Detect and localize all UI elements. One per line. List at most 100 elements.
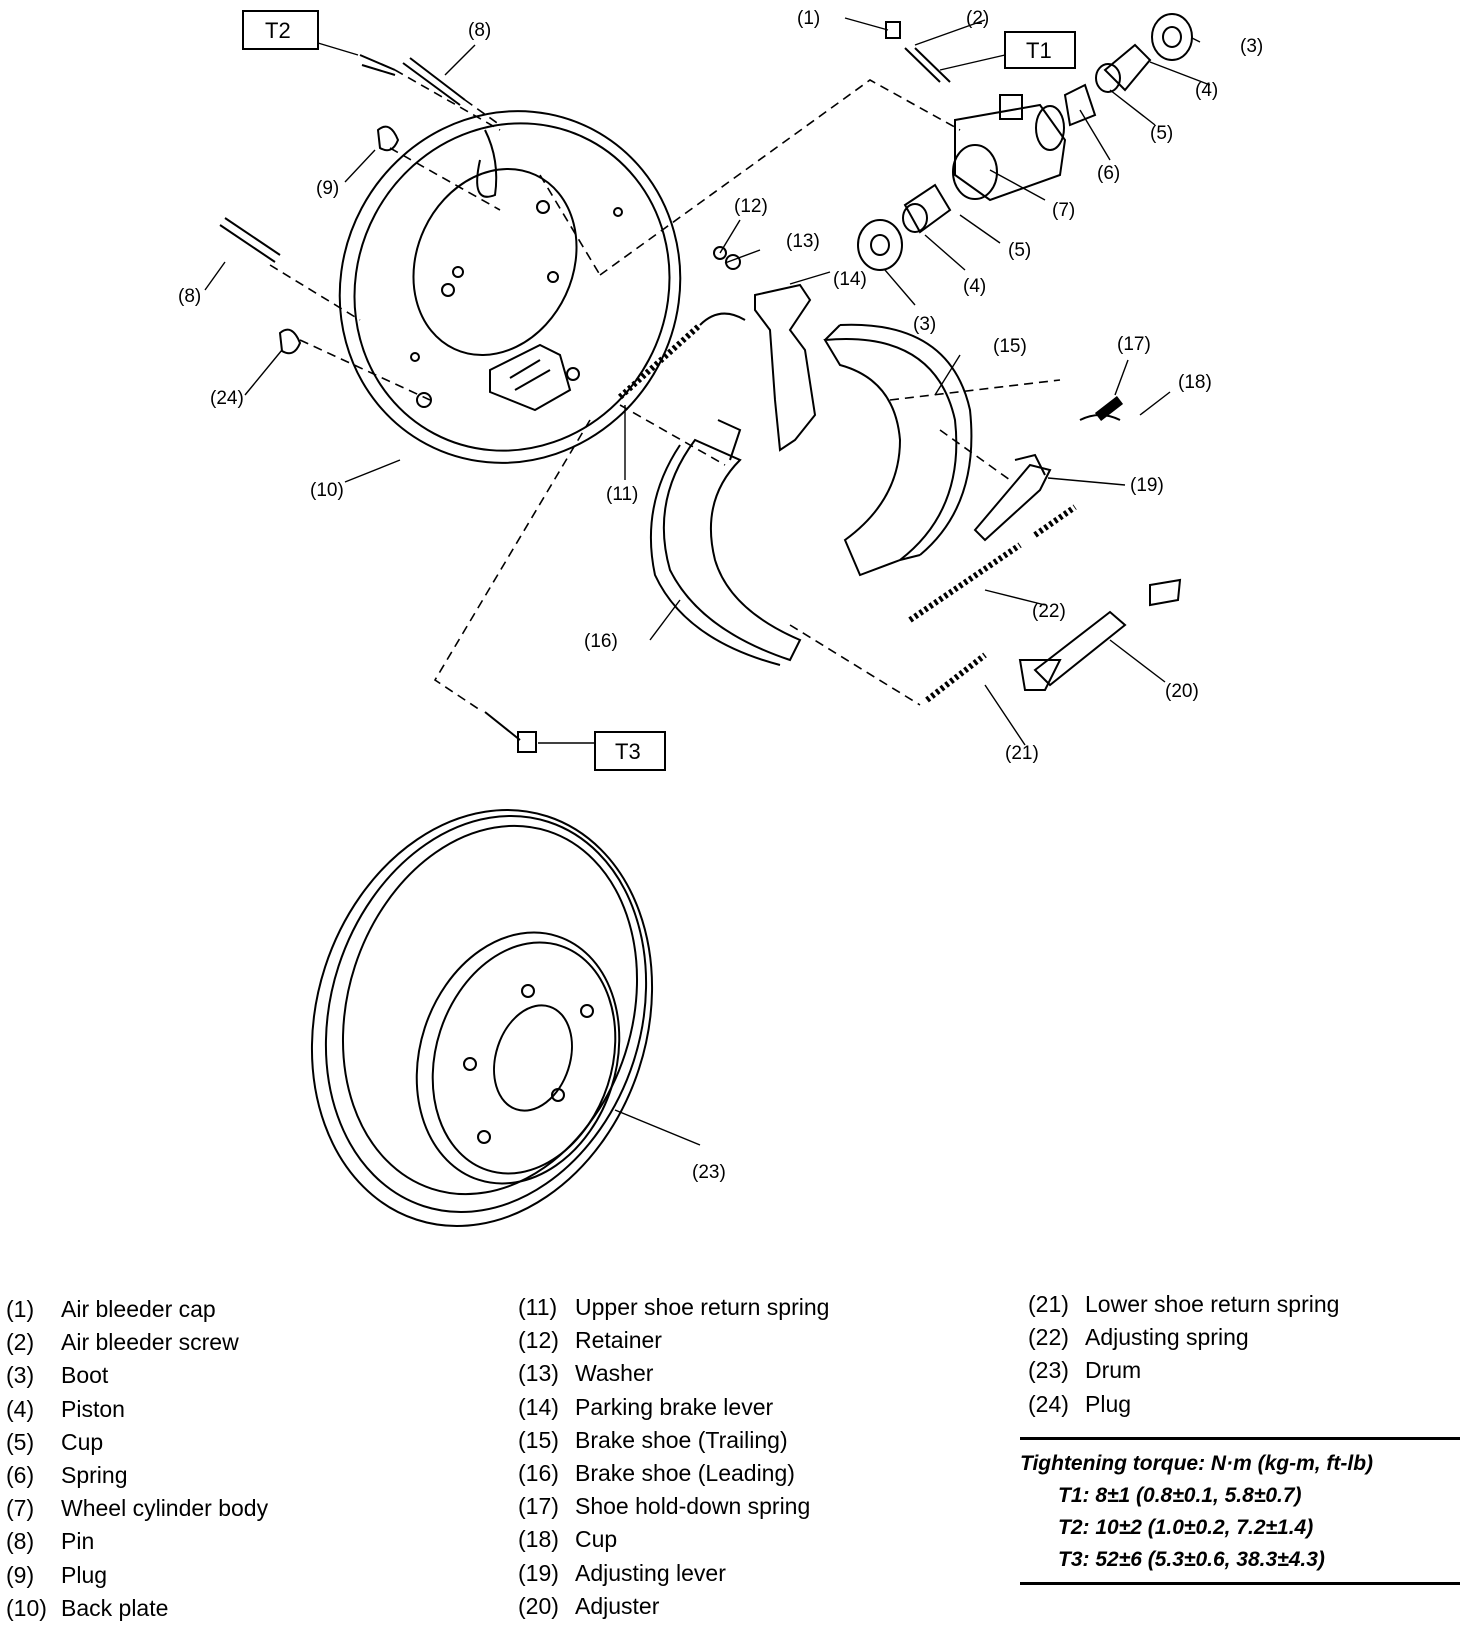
legend-name: Retainer: [575, 1327, 662, 1354]
fasteners-drawing: [219, 54, 537, 753]
legend-num: (19): [518, 1559, 559, 1586]
legend-item: (18) Cup: [518, 1523, 829, 1556]
legend-num: (17): [518, 1493, 559, 1520]
t1-box: [1004, 31, 1076, 69]
legend-num: (16): [518, 1460, 559, 1487]
legend-name: Adjusting lever: [575, 1559, 726, 1586]
legend-item: (24)Plug: [1028, 1388, 1339, 1421]
legend-column-3: (21) Lower shoe return spring (22)Adjusti…: [1028, 1288, 1339, 1421]
legend-item: (11)Upper shoe return spring: [518, 1291, 829, 1324]
cylinder-parts-drawing: [857, 13, 1193, 271]
legend-num: (3): [6, 1362, 35, 1389]
legend-num: (9): [6, 1561, 35, 1588]
legend-item: (3) Boot: [6, 1359, 268, 1392]
legend-name: Spring: [61, 1462, 128, 1489]
legend-item: (16) Brake shoe (Leading): [518, 1457, 829, 1490]
torque-table: Tightening torque: N·m (kg-m, ft-lb) T1:…: [1020, 1437, 1460, 1585]
legend-name: Cup: [575, 1526, 618, 1553]
t3-box: [594, 731, 666, 771]
legend-name: Plug: [1085, 1390, 1132, 1417]
adjusting-lever-drawing: [973, 453, 1052, 542]
callout-8-left: (8): [178, 286, 201, 307]
brake-shoe-leading-drawing: [649, 419, 802, 666]
callout-15: (15): [993, 336, 1027, 357]
callout-10: (10): [310, 480, 344, 501]
legend-name: Wheel cylinder body: [61, 1495, 269, 1522]
callout-20: (20): [1165, 681, 1199, 702]
wheel-cylinder-drawing: [952, 94, 1067, 202]
callout-21: (21): [1005, 743, 1039, 764]
callout-2: (2): [966, 8, 989, 29]
legend-item: (9) Plug: [6, 1559, 268, 1592]
legend-item: (6)Spring: [6, 1459, 268, 1492]
legend-num: (1): [6, 1296, 35, 1322]
springs-drawing: [617, 312, 1124, 703]
drum-drawing: [310, 809, 654, 1227]
legend-item: (1)Air bleeder cap: [6, 1293, 268, 1326]
legend-num: (18): [518, 1526, 559, 1553]
legend-item: (19) Adjusting lever: [518, 1557, 829, 1590]
callout-14: (14): [833, 269, 867, 290]
callout-13: (13): [786, 231, 820, 252]
callout-7: (7): [1052, 200, 1075, 221]
callout-5-top: (5): [1150, 123, 1173, 144]
callout-16: (16): [584, 631, 618, 652]
legend-item: (17)Shoe hold-down spring: [518, 1490, 829, 1523]
legend-item: (4) Piston: [6, 1393, 268, 1426]
legend-name: Back plate: [61, 1594, 169, 1621]
legend-num: (15): [518, 1426, 559, 1453]
legend-name: Boot: [61, 1362, 109, 1389]
callout-8-top: (8): [468, 20, 491, 41]
torque-row-t1: T1: 8±1 (0.8±0.1, 5.8±0.7): [1058, 1484, 1302, 1507]
callout-17: (17): [1117, 334, 1151, 355]
legend-name: Plug: [61, 1561, 108, 1588]
callout-23: (23): [692, 1162, 726, 1183]
legend-name: Piston: [61, 1395, 125, 1422]
callout-11: (11): [606, 484, 638, 505]
legend-item: (12) Retainer: [518, 1324, 829, 1357]
dashed-leaders: [269, 69, 1061, 711]
back-plate-drawing: [338, 110, 682, 464]
legend-name: Washer: [575, 1360, 654, 1387]
legend-num: (12): [518, 1327, 559, 1354]
legend-name: Drum: [1085, 1357, 1142, 1384]
legend-item: (23) Drum: [1028, 1354, 1339, 1387]
callout-labels: (1) (2) (3) (4) (5) (6) (7) (8) (9) (8) …: [178, 8, 1263, 1183]
legend-num: (22): [1028, 1324, 1069, 1351]
exploded-view-diagram: T2 T1 T3 (1) (2) (3) (4) (5) (6) (7) (8)…: [178, 8, 1263, 1227]
legend-name: Brake shoe (Leading): [575, 1460, 795, 1487]
t1-label: T1: [1026, 38, 1052, 63]
legend-num: (21): [1028, 1291, 1069, 1317]
brake-shoe-trailing-drawing: [823, 323, 973, 577]
callout-1: (1): [797, 8, 820, 29]
legend-num: (23): [1028, 1357, 1069, 1384]
callout-3-top: (3): [1240, 36, 1263, 57]
t2-label: T2: [265, 18, 291, 43]
legend-column-1: (1)Air bleeder cap (2)Air bleeder screw …: [6, 1293, 268, 1625]
legend-num: (10): [6, 1594, 47, 1621]
callout-6: (6): [1097, 163, 1120, 184]
legend-item: (2)Air bleeder screw: [6, 1326, 268, 1359]
parking-lever-drawing: [713, 246, 817, 452]
legend-item: (13)Washer: [518, 1357, 829, 1390]
legend-name: Upper shoe return spring: [575, 1294, 830, 1320]
legend-item: (20)Adjuster: [518, 1590, 829, 1623]
legend-item: (5)Cup: [6, 1426, 268, 1459]
legend-item: (22)Adjusting spring: [1028, 1321, 1339, 1354]
callout-9: (9): [316, 178, 339, 199]
legend-num: (4): [6, 1395, 35, 1422]
legend-num: (14): [518, 1393, 559, 1420]
t2-box: [242, 10, 319, 50]
legend-item: (10) Back plate: [6, 1592, 268, 1625]
legend-name: Pin: [61, 1528, 95, 1555]
legend-name: Brake shoe (Trailing): [575, 1426, 788, 1453]
adjuster-drawing: [1018, 578, 1182, 691]
legend-name: Lower shoe return spring: [1085, 1291, 1340, 1317]
legend-item: (15) Brake shoe (Trailing): [518, 1424, 829, 1457]
legend-item: (21) Lower shoe return spring: [1028, 1288, 1339, 1321]
callout-12: (12): [734, 196, 768, 217]
torque-row-t2: T2: 10±2 (1.0±0.2, 7.2±1.4): [1058, 1516, 1314, 1539]
legend-name: Parking brake lever: [575, 1393, 774, 1420]
legend-column-2: (11)Upper shoe return spring (12) Retaine…: [518, 1291, 829, 1623]
legend-name: Adjuster: [575, 1592, 660, 1619]
